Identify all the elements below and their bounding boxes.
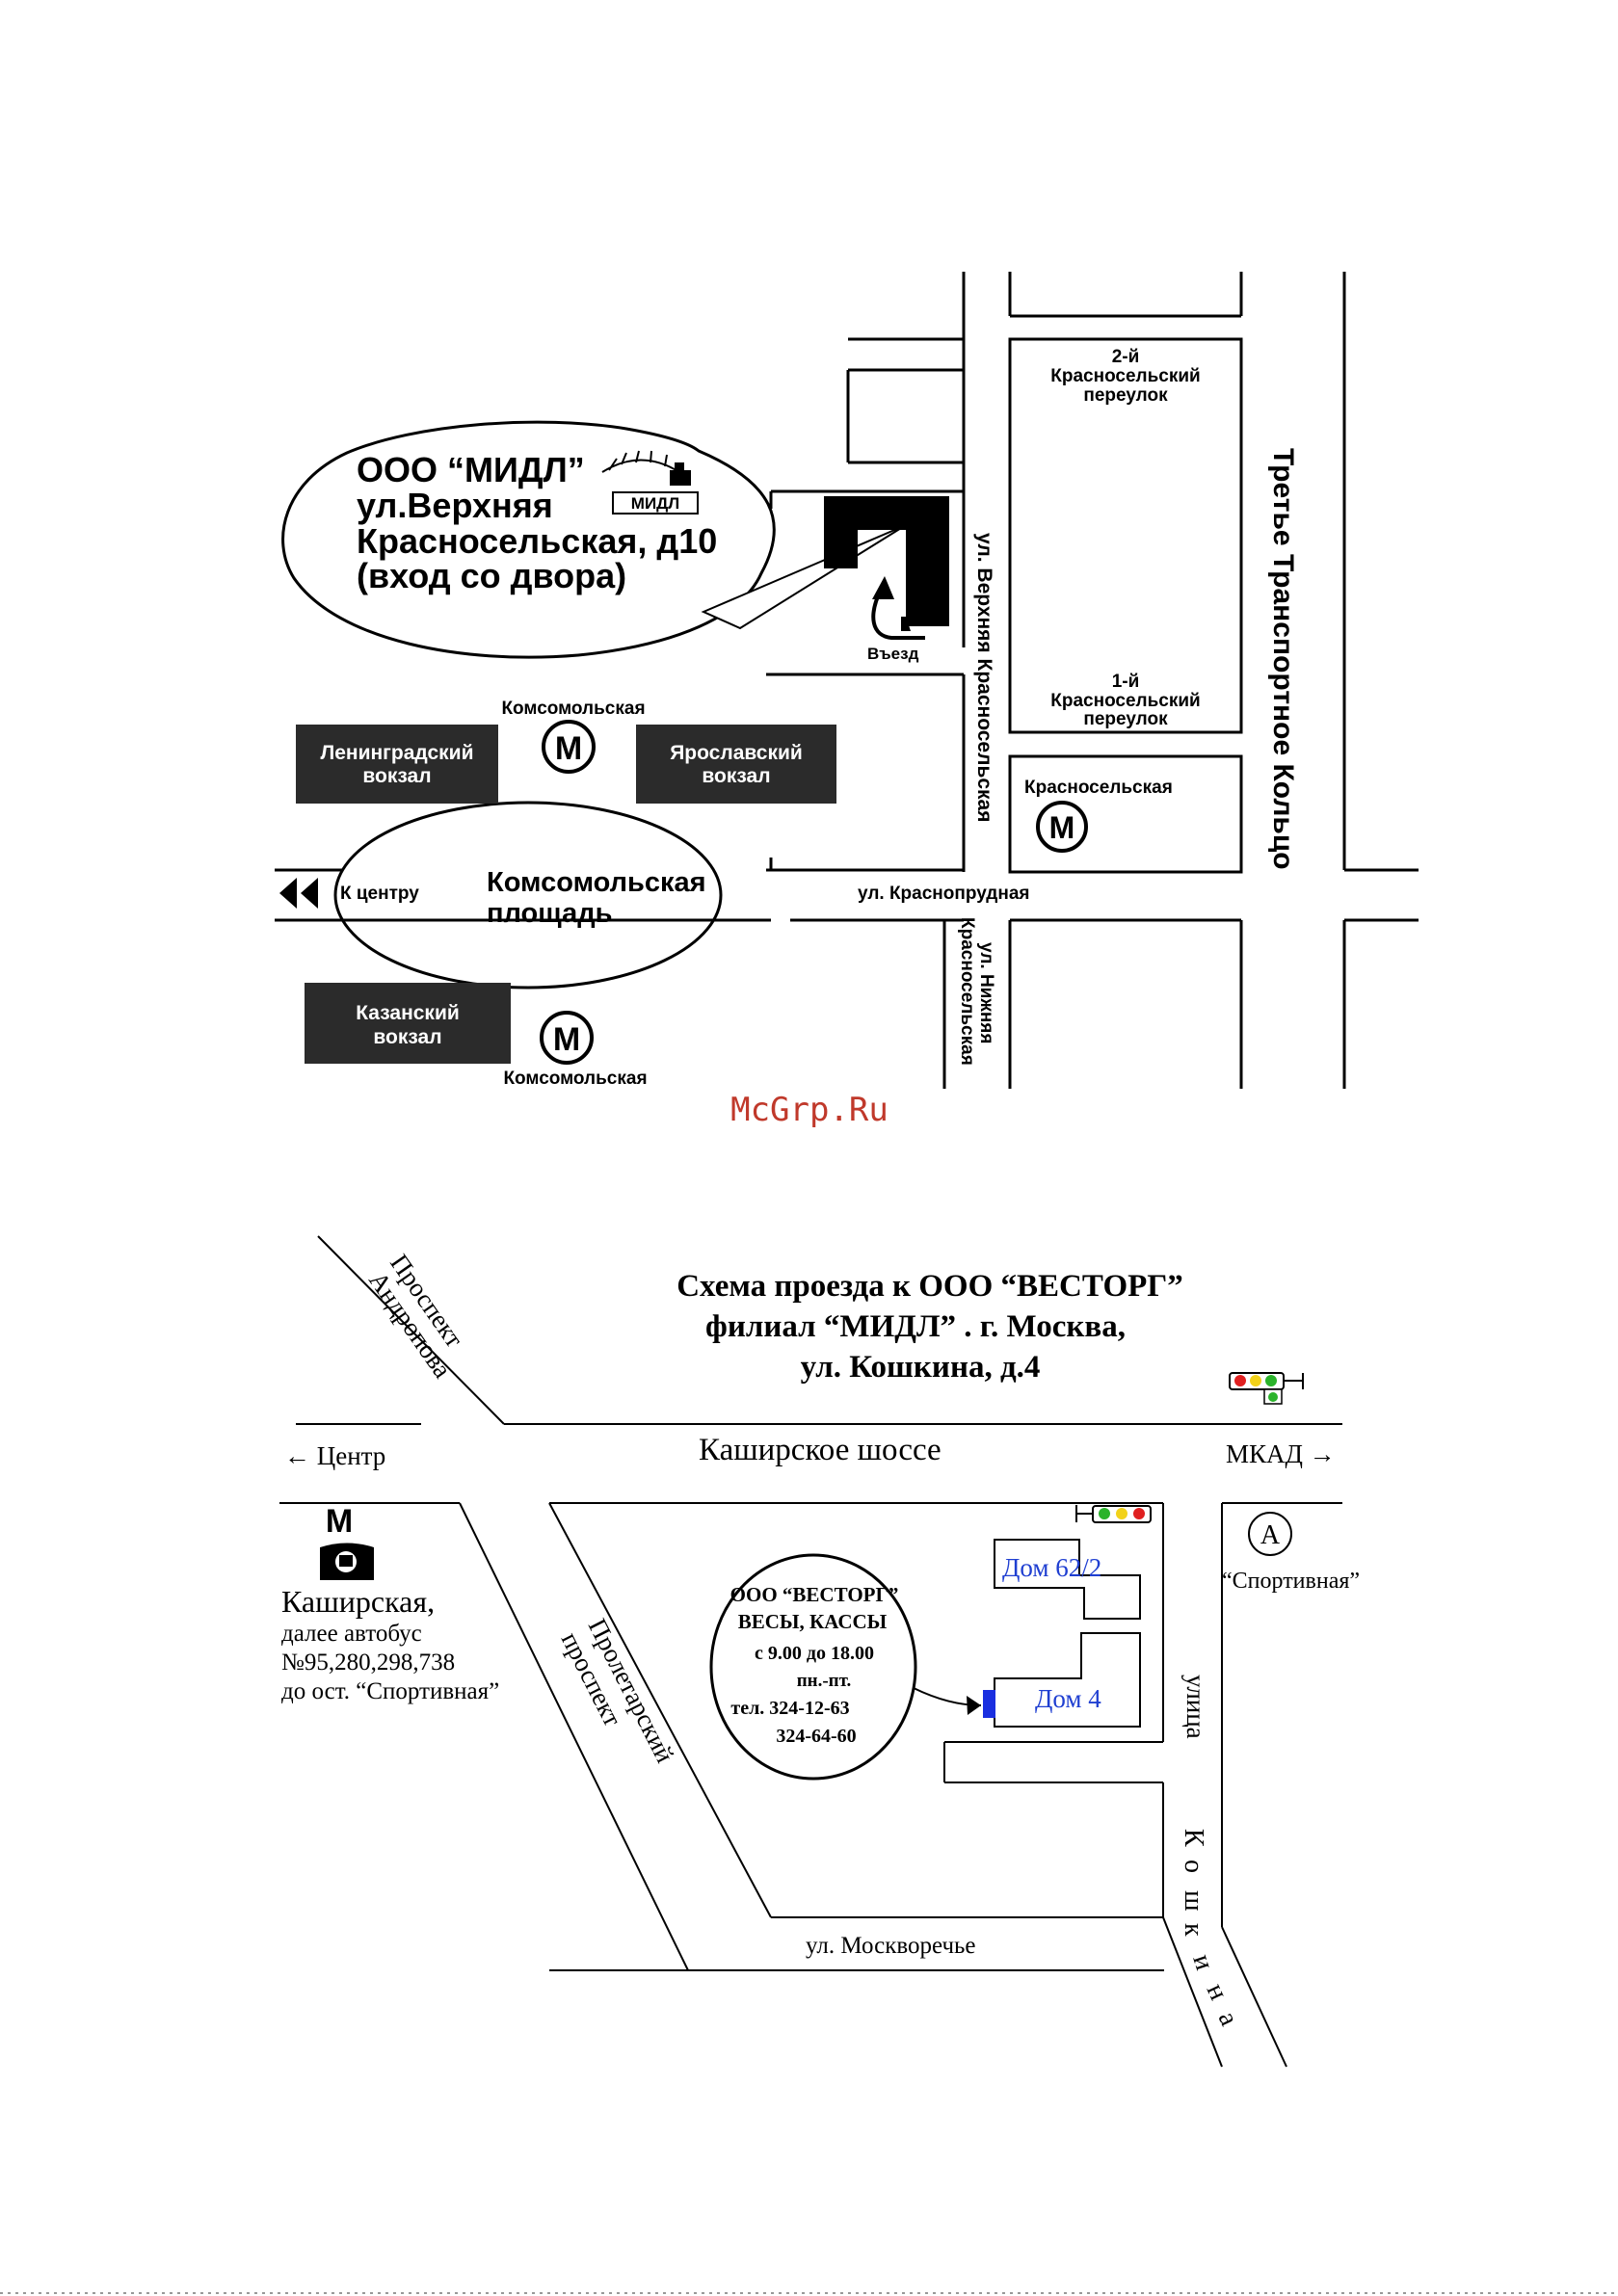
upper-street-label: ул. Верхняя Красносельская bbox=[973, 533, 995, 822]
map-midl: ООО “МИДЛ” ул.Верхняя Красносельская, д1… bbox=[275, 272, 1419, 1089]
koshkina-letter: и bbox=[1186, 1951, 1219, 1974]
traffic-light-icon bbox=[1229, 1372, 1304, 1405]
lane1-line2: Красносельский bbox=[1050, 691, 1201, 711]
bus-info-1: Каширская, bbox=[281, 1584, 435, 1619]
koshkina-street-word: улица bbox=[1181, 1675, 1210, 1739]
metro-komsomolskaya-bottom: Комсомольская bbox=[503, 1069, 647, 1089]
company-name: ООО “МИДЛ” bbox=[357, 450, 585, 489]
moskvorechye-label: ул. Москворечье bbox=[806, 1933, 976, 1959]
lane2-line3: переулок bbox=[1083, 385, 1168, 406]
building-midl bbox=[824, 496, 949, 626]
lane2-line1: 2-й bbox=[1112, 347, 1140, 367]
company-address-2: Красносельская, д10 bbox=[357, 521, 717, 561]
logo-text: МИДЛ bbox=[631, 494, 679, 513]
yaroslavsky-label-2: вокзал bbox=[702, 765, 770, 787]
bubble-line-4: пн.-пт. bbox=[797, 1671, 852, 1691]
bubble-line-1: ООО “ВЕСТОРГ” bbox=[730, 1583, 899, 1606]
kazansky-label-2: вокзал bbox=[373, 1026, 441, 1048]
to-center-arrow-icon bbox=[279, 878, 318, 909]
entrance-arrow-icon bbox=[872, 576, 894, 599]
map-vestorg: Схема проезда к ООО “ВЕСТОРГ” филиал “МИ… bbox=[279, 1235, 1360, 2068]
metro-icon bbox=[540, 1011, 594, 1065]
lower-street-label-2: Красносельская bbox=[957, 917, 977, 1066]
koshkina-letter: К bbox=[1179, 1829, 1208, 1847]
leningradsky-label-1: Ленинградский bbox=[320, 742, 473, 764]
koshkina-letter: к bbox=[1179, 1923, 1208, 1937]
yaroslavsky-label-1: Ярославский bbox=[670, 742, 803, 764]
metro-letter: М bbox=[553, 1021, 580, 1058]
traffic-light-icon bbox=[1075, 1505, 1152, 1523]
title-line-1: Схема проезда к ООО “ВЕСТОРГ” bbox=[676, 1269, 1183, 1304]
ring-road-label: Третье Транспортное Кольцо bbox=[1267, 448, 1299, 870]
bubble-line-6: 324-64-60 bbox=[776, 1726, 856, 1747]
company-address-3: (вход со двора) bbox=[357, 556, 626, 595]
metro-letter: М bbox=[555, 730, 582, 767]
leningradsky-label-2: вокзал bbox=[362, 765, 431, 787]
sportivnaya-label: “Спортивная” bbox=[1222, 1569, 1360, 1594]
house-4-label: Дом 4 bbox=[1035, 1684, 1101, 1713]
title-line-3: ул. Кошкина, д.4 bbox=[801, 1350, 1041, 1385]
house-62-2 bbox=[994, 1539, 1141, 1620]
krasnoprudnaya-label: ул. Краснопрудная bbox=[858, 884, 1029, 904]
bus-stop-icon bbox=[1248, 1512, 1292, 1556]
house-62-label: Дом 62/2 bbox=[1002, 1553, 1101, 1582]
leningradsky-station bbox=[296, 725, 498, 804]
metro-icon bbox=[542, 720, 596, 774]
bus-stop-letter: А bbox=[1260, 1520, 1281, 1550]
company-address-1: ул.Верхняя bbox=[357, 486, 553, 525]
bubble-line-2: ВЕСЫ, КАССЫ bbox=[738, 1610, 888, 1633]
square-label-1: Комсомольская bbox=[487, 867, 706, 898]
lane1-line3: переулок bbox=[1083, 709, 1168, 729]
metro-komsomolskaya-top: Комсомольская bbox=[501, 699, 645, 719]
mkad-label: МКАД → bbox=[1226, 1439, 1336, 1468]
lane2-line2: Красносельский bbox=[1050, 366, 1201, 386]
center-label: ← Центр bbox=[284, 1441, 385, 1470]
metro-icon bbox=[1036, 801, 1088, 853]
lane1-line1: 1-й bbox=[1112, 672, 1140, 692]
watermark: McGrp.Ru bbox=[730, 1091, 889, 1129]
bus-info-3: №95,280,298,738 bbox=[281, 1649, 455, 1676]
metro-letter: М bbox=[326, 1503, 353, 1540]
house-4 bbox=[994, 1632, 1141, 1728]
koshkina-letter: о bbox=[1179, 1860, 1208, 1873]
title-line-2: филиал “МИДЛ” . г. Москва, bbox=[705, 1309, 1126, 1344]
metro-krasnoselskaya-label: Красносельская bbox=[1024, 778, 1173, 798]
kazansky-label-1: Казанский bbox=[356, 1002, 460, 1024]
to-center-label: К центру bbox=[340, 884, 419, 904]
yaroslavsky-station bbox=[636, 725, 836, 804]
pointer-arrow-icon bbox=[967, 1696, 981, 1715]
koshkina-letter: н bbox=[1201, 1979, 1233, 2005]
bus-info-4: до ост. “Спортивная” bbox=[281, 1678, 499, 1704]
bus-icon bbox=[320, 1543, 374, 1580]
metro-letter: М bbox=[1049, 810, 1075, 845]
kashirskoe-label: Каширское шоссе bbox=[699, 1433, 942, 1467]
square-label-2: площадь bbox=[487, 898, 612, 929]
entrance-marker bbox=[983, 1690, 995, 1718]
midl-logo: МИДЛ bbox=[601, 450, 699, 515]
bubble-line-3: с 9.00 до 18.00 bbox=[755, 1643, 874, 1664]
koshkina-letter: а bbox=[1212, 2007, 1245, 2031]
lower-street-label-1: ул. Нижняя bbox=[976, 942, 996, 1043]
bubble-line-5: тел. 324-12-63 bbox=[730, 1698, 849, 1719]
kazansky-station bbox=[305, 983, 511, 1064]
koshkina-letter: ш bbox=[1179, 1890, 1208, 1912]
bus-info-2: далее автобус bbox=[281, 1621, 422, 1647]
entrance-label: Въезд bbox=[867, 645, 919, 663]
